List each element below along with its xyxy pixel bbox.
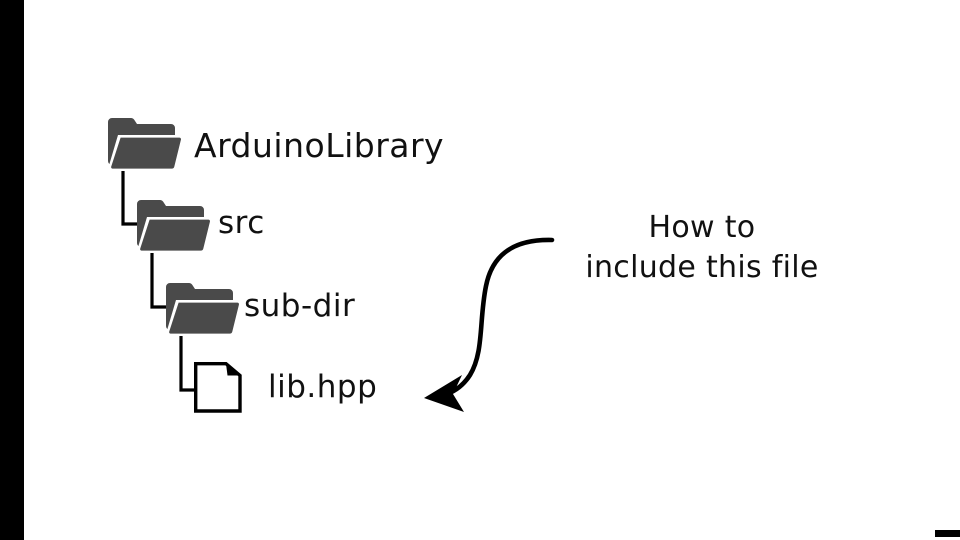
folder-icon-arduinolibrary (108, 118, 184, 172)
tree-node-label-arduinolibrary: ArduinoLibrary (194, 126, 445, 165)
folder-icon-flap (140, 219, 211, 251)
folder-icon-subdir (166, 283, 242, 337)
annotation-text: How to include this file (578, 208, 826, 288)
letterbox-bar-left (0, 0, 24, 540)
folder-icon-flap (169, 302, 240, 334)
folder-icon-flap (111, 137, 182, 169)
file-icon-libhpp (194, 362, 242, 413)
folder-icon-src (137, 200, 213, 254)
file-icon-page (194, 362, 242, 413)
corner-mark (935, 530, 960, 537)
annotation-line-2: include this file (585, 249, 819, 285)
tree-node-label-src: src (218, 205, 265, 241)
curved-arrow-head (424, 375, 464, 412)
tree-connectors (121, 168, 209, 392)
curved-arrow-icon (424, 237, 555, 412)
curved-arrow-shaft (441, 237, 555, 398)
annotation-line-1: How to (648, 210, 756, 245)
tree-node-label-libhpp: lib.hpp (268, 369, 378, 405)
tree-node-label-subdir: sub-dir (244, 288, 356, 324)
